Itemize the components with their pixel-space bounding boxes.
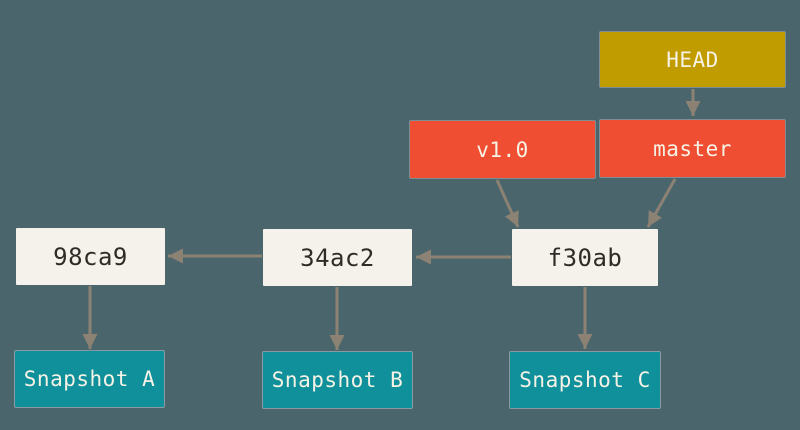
commit-f30ab-node: f30ab [512, 229, 658, 286]
commit-f30ab-label: f30ab [547, 243, 623, 272]
commit-34ac2-label: 34ac2 [300, 243, 375, 272]
snapshot-a-label: Snapshot A [23, 367, 156, 391]
commit-98ca9-label: 98ca9 [53, 242, 128, 271]
head-ref-node: HEAD [600, 32, 785, 87]
tag-v1.0-node: v1.0 [410, 121, 595, 178]
commit-98ca9-node: 98ca9 [16, 228, 165, 285]
snapshot-c-label: Snapshot C [519, 368, 651, 392]
snapshot-c-node: Snapshot C [510, 352, 660, 408]
snapshot-a-node: Snapshot A [15, 351, 164, 407]
snapshot-b-label: Snapshot B [271, 368, 404, 392]
tag-v1.0-label: v1.0 [476, 137, 529, 162]
branch-master-label: master [653, 136, 732, 161]
edge-master-to-f30ab [646, 178, 677, 228]
snapshot-b-node: Snapshot B [263, 352, 412, 408]
head-ref-label: HEAD [666, 47, 719, 72]
commit-34ac2-node: 34ac2 [263, 229, 412, 286]
edge-v1.0-to-f30ab [495, 179, 520, 228]
branch-master-node: master [600, 120, 785, 177]
